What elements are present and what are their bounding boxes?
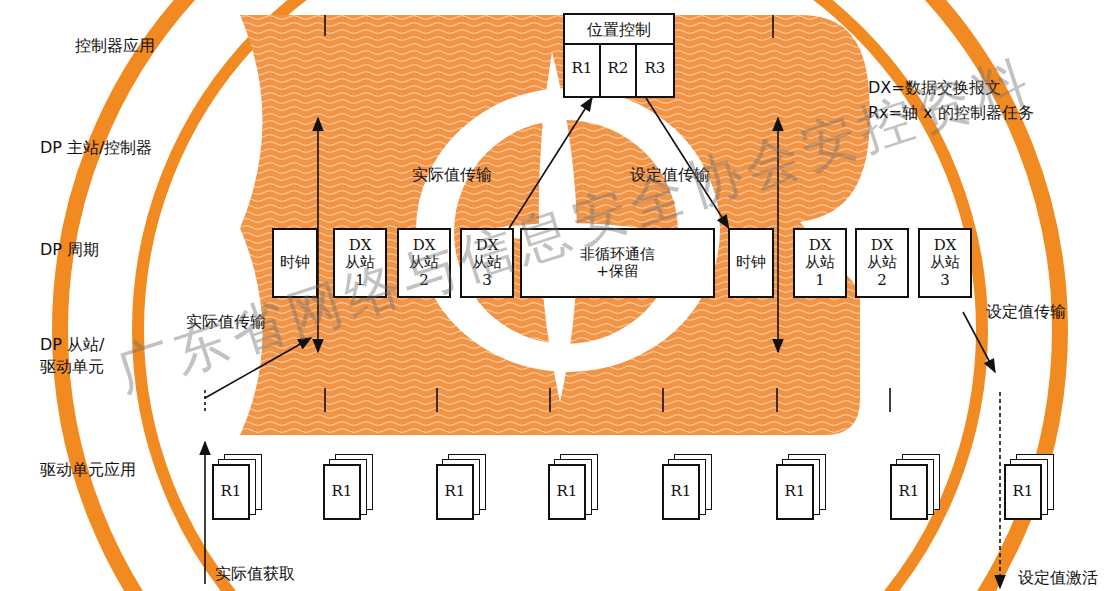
data-exchange-box: DX 从站 1 [793, 228, 847, 298]
transfer-arrow [205, 338, 311, 398]
row-label: 控制器应用 [75, 36, 155, 57]
drive-task-page: R1 [548, 464, 586, 520]
annotation: 实际值传输 [186, 312, 266, 333]
box-text: 时钟 [736, 254, 766, 271]
tick-mark [889, 388, 891, 412]
clock-box: 时钟 [728, 228, 774, 298]
axis-task-cell: R1 [563, 43, 601, 98]
row-label: DP 主站/控制器 [40, 138, 152, 159]
box-text: R2 [608, 59, 629, 77]
data-exchange-box: DX 从站 3 [460, 228, 514, 298]
axis-task-cell: R2 [599, 43, 637, 98]
drive-task-page: R1 [662, 464, 700, 520]
box-text: DX 从站 1 [341, 237, 379, 289]
activate-arrow [999, 392, 1001, 588]
control-box: 位置控制 R1 R2 R3 [563, 13, 675, 98]
tick-mark [324, 15, 326, 36]
drive-task-page: R1 [323, 464, 361, 520]
timing-line [317, 118, 319, 352]
box-text: R1 [572, 59, 593, 77]
logo-shape [240, 15, 870, 435]
box-text: 位置控制 [587, 20, 651, 39]
drive-task-page: R1 [436, 464, 474, 520]
box-text: R1 [221, 482, 242, 500]
box-text: DX 从站 2 [863, 237, 901, 289]
row-label: DP 周期 [40, 240, 99, 261]
acquire-arrow [204, 442, 206, 584]
box-text: DX 从站 1 [801, 237, 839, 289]
box-text: DX 从站 3 [468, 237, 506, 289]
box-text: R1 [445, 482, 466, 500]
tick-mark [436, 388, 438, 412]
tick-mark [772, 15, 774, 38]
box-text: DX 从站 3 [926, 237, 964, 289]
tick-mark [324, 388, 326, 412]
tick-mark [776, 388, 778, 412]
watermark: 广东省网络与信息安全协会安控资料 [107, 43, 1043, 409]
tick-mark [662, 388, 664, 412]
clock-box: 时钟 [272, 228, 318, 298]
data-exchange-box: DX 从站 3 [918, 228, 972, 298]
box-text: DX 从站 2 [405, 237, 443, 289]
box-text: R1 [899, 482, 920, 500]
tick-mark [204, 390, 206, 412]
row-label: DP 从站/ 驱动单元 [40, 334, 122, 377]
annotation: 实际值传输 [412, 165, 492, 186]
transfer-connector [509, 98, 592, 228]
box-text: R1 [785, 482, 806, 500]
drive-task-page: R1 [1004, 464, 1042, 520]
drive-task-page: R1 [890, 464, 928, 520]
inner-ring [138, 0, 982, 591]
data-exchange-box: DX 从站 1 [333, 228, 387, 298]
box-text: 非循环通信 +保留 [567, 246, 668, 281]
box-text: R3 [645, 59, 666, 77]
annotation: 设定值激活 [1018, 568, 1098, 589]
data-exchange-box: DX 从站 2 [855, 228, 909, 298]
box-text: R1 [557, 482, 578, 500]
row-label: 驱动单元应用 [40, 460, 136, 481]
tick-mark [549, 388, 551, 412]
drive-task-page: R1 [776, 464, 814, 520]
outer-ring [60, 0, 1060, 591]
transfer-connector [646, 98, 729, 228]
annotation: 实际值获取 [215, 564, 295, 585]
data-exchange-box: DX 从站 2 [397, 228, 451, 298]
axis-task-cell: R3 [635, 43, 675, 98]
timing-line [777, 118, 779, 352]
box-text: R1 [332, 482, 353, 500]
transfer-arrow [963, 312, 995, 372]
acyclic-box: 非循环通信 +保留 [520, 228, 715, 298]
annotation: 设定值传输 [986, 302, 1066, 323]
box-text: R1 [671, 482, 692, 500]
note-text: Rx=轴 x 的控制器任务 [868, 103, 1034, 124]
drive-task-page: R1 [212, 464, 250, 520]
box-text: R1 [1013, 482, 1034, 500]
note-text: DX=数据交换报文 [868, 78, 1001, 99]
annotation: 设定值传输 [630, 165, 710, 186]
box-text: 时钟 [280, 254, 310, 271]
